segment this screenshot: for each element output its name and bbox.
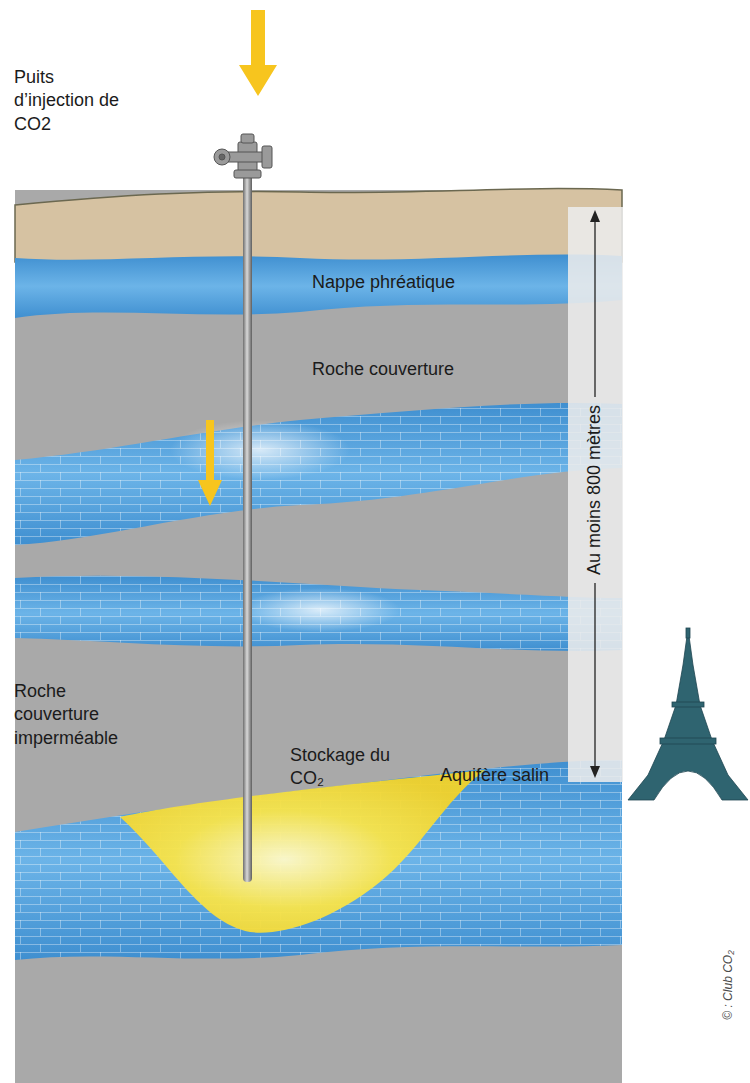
storage-label: Stockage du CO₂ <box>290 744 395 791</box>
layer-label: Nappe phréatique <box>312 271 455 294</box>
well-label: Puits d’injection de CO2 <box>14 66 129 136</box>
depth-dimension: Au moins 800 mètres <box>583 405 606 575</box>
layer-label: Roche couverture <box>312 358 454 381</box>
layer-label: Aquifère salin <box>440 764 549 787</box>
layer-label: Roche couverture imperméable <box>14 680 149 750</box>
copyright-note: © : Club CO₂ <box>721 950 737 1019</box>
